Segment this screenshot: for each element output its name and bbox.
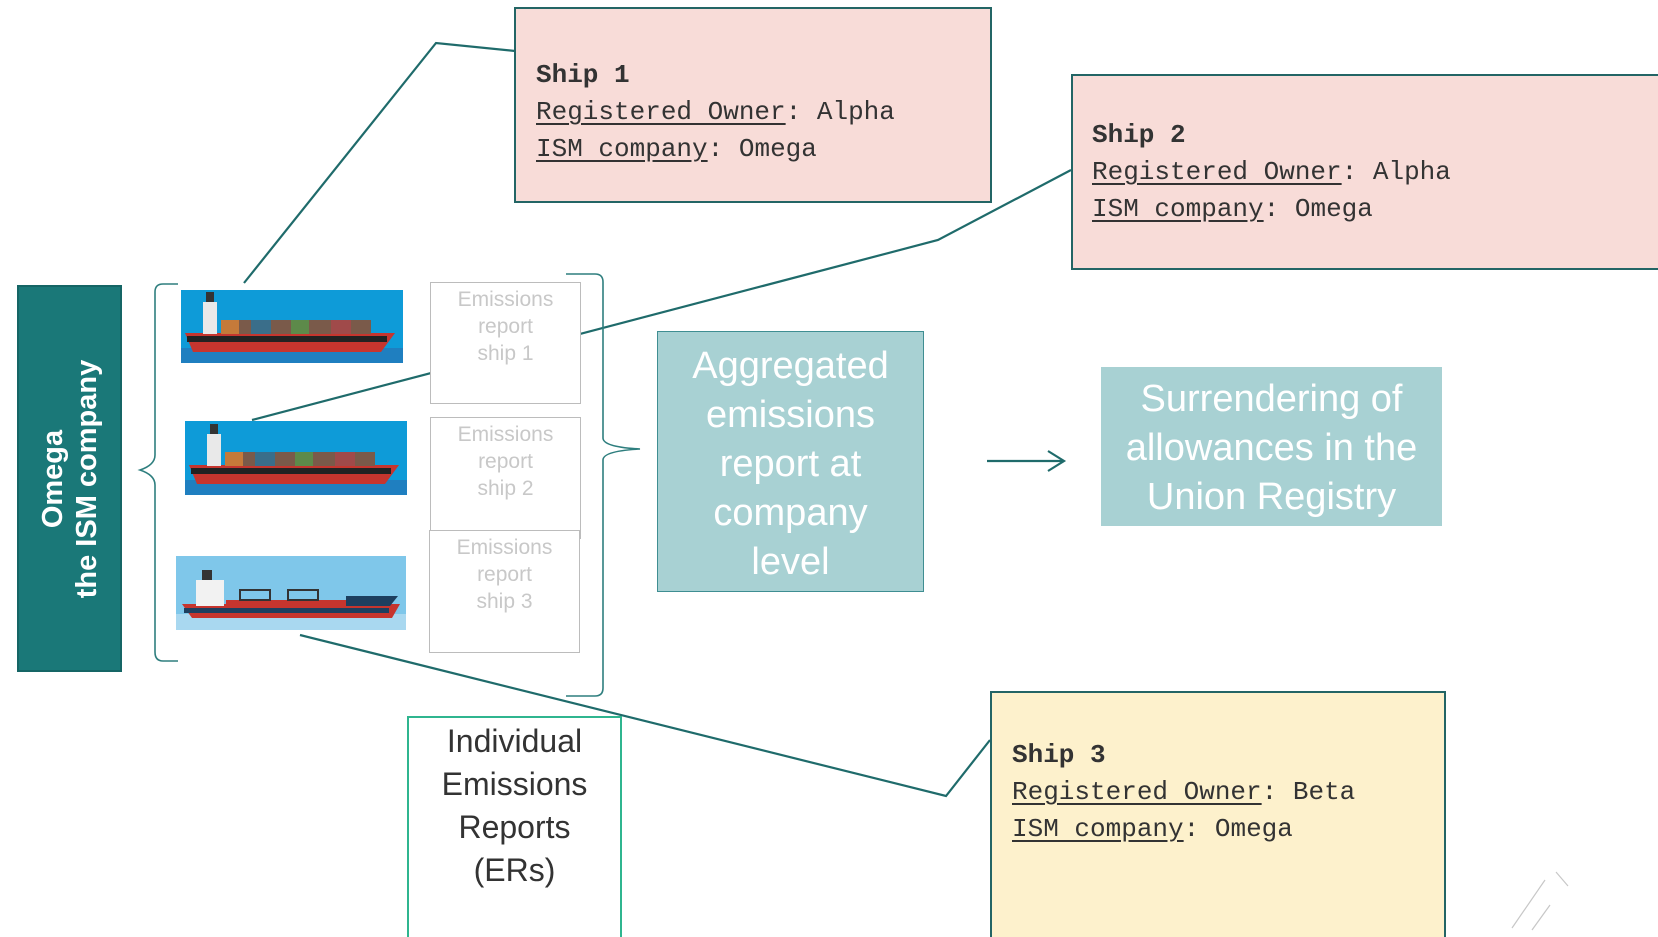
emissions-report-ship2: Emissions report ship 2 <box>430 417 581 539</box>
agg-line4: company <box>713 492 868 534</box>
aggregated-emissions-report-box: Aggregated emissions report at company l… <box>657 331 924 592</box>
ship3-info-box: Ship 3 Registered Owner: Beta ISM compan… <box>990 691 1446 937</box>
ship1-title: Ship 1 <box>536 60 630 90</box>
container-ship-icon <box>185 421 407 495</box>
individual-emissions-reports-box: Individual Emissions Reports (ERs) <box>407 716 622 937</box>
surr-line2: allowances in the <box>1125 427 1418 469</box>
ship2-owner-row: Registered Owner: Alpha <box>1092 154 1658 191</box>
ship3-title: Ship 3 <box>1012 740 1106 770</box>
arrow-head <box>1047 450 1067 472</box>
ship1-owner-row: Registered Owner: Alpha <box>536 94 990 131</box>
ship2-ism-value: Omega <box>1294 194 1373 224</box>
left-brace <box>137 283 178 662</box>
right-brace <box>566 273 641 697</box>
ship1-image <box>181 290 403 363</box>
ship1-info-box: Ship 1 Registered Owner: Alpha ISM compa… <box>514 7 992 203</box>
ship2-owner-value: Alpha <box>1372 157 1451 187</box>
er3-line2: report <box>477 563 532 586</box>
ind-line1: Individual <box>446 723 583 759</box>
separator: : <box>1263 194 1295 224</box>
agg-line5: level <box>751 541 830 583</box>
separator: : <box>1183 814 1215 844</box>
er3-line3: ship 3 <box>476 590 533 613</box>
surrendering-allowances-box: Surrendering of allowances in the Union … <box>1101 367 1442 526</box>
tanker-ship-icon <box>176 556 406 630</box>
separator: : <box>785 97 817 127</box>
ship2-owner-label: Registered Owner <box>1092 157 1342 187</box>
emissions-report-ship3: Emissions report ship 3 <box>429 530 580 653</box>
ship1-ism-value: Omega <box>738 134 817 164</box>
ship3-ism-row: ISM company: Omega <box>1012 811 1444 848</box>
er2-line2: report <box>478 450 533 473</box>
er1-line2: report <box>478 315 533 338</box>
ship1-ism-row: ISM company: Omega <box>536 131 990 168</box>
er1-line3: ship 1 <box>477 342 534 365</box>
ship3-ism-label: ISM company <box>1012 814 1184 844</box>
ship2-ism-row: ISM company: Omega <box>1092 191 1658 228</box>
er1-line1: Emissions <box>457 288 554 311</box>
emissions-report-ship1: Emissions report ship 1 <box>430 282 581 404</box>
ship3-owner-row: Registered Owner: Beta <box>1012 774 1444 811</box>
agg-line3: report at <box>719 443 862 485</box>
container-ship-icon <box>181 290 403 363</box>
ind-line4: (ERs) <box>473 852 556 888</box>
omega-label: Omega the ISM company <box>36 359 104 598</box>
ind-line2: Emissions <box>441 766 588 802</box>
surr-line1: Surrendering of <box>1140 378 1403 420</box>
er2-line3: ship 2 <box>477 477 534 500</box>
ship3-image <box>176 556 406 630</box>
omega-line2: the ISM company <box>70 359 103 598</box>
ship1-connector <box>243 41 516 284</box>
omega-ism-company-box: Omega the ISM company <box>17 285 122 672</box>
separator: : <box>1341 157 1373 187</box>
ship3-owner-label: Registered Owner <box>1012 777 1262 807</box>
ship1-owner-label: Registered Owner <box>536 97 786 127</box>
er3-line1: Emissions <box>456 536 553 559</box>
agg-line1: Aggregated <box>692 345 889 387</box>
ship1-owner-value: Alpha <box>816 97 895 127</box>
ship2-info-box: Ship 2 Registered Owner: Alpha ISM compa… <box>1071 74 1658 270</box>
er2-line1: Emissions <box>457 423 554 446</box>
agg-line2: emissions <box>706 394 875 436</box>
ship3-ism-value: Omega <box>1214 814 1293 844</box>
ship2-title: Ship 2 <box>1092 120 1186 150</box>
separator: : <box>707 134 739 164</box>
separator: : <box>1261 777 1293 807</box>
ship3-owner-value: Beta <box>1292 777 1356 807</box>
ship2-image <box>185 421 407 495</box>
ship2-ism-label: ISM company <box>1092 194 1264 224</box>
ship1-ism-label: ISM company <box>536 134 708 164</box>
ind-line3: Reports <box>458 809 571 845</box>
ship3-connector <box>299 633 991 798</box>
corner-mark <box>1511 879 1546 929</box>
omega-line1: Omega <box>36 429 69 528</box>
surr-line3: Union Registry <box>1146 476 1397 518</box>
